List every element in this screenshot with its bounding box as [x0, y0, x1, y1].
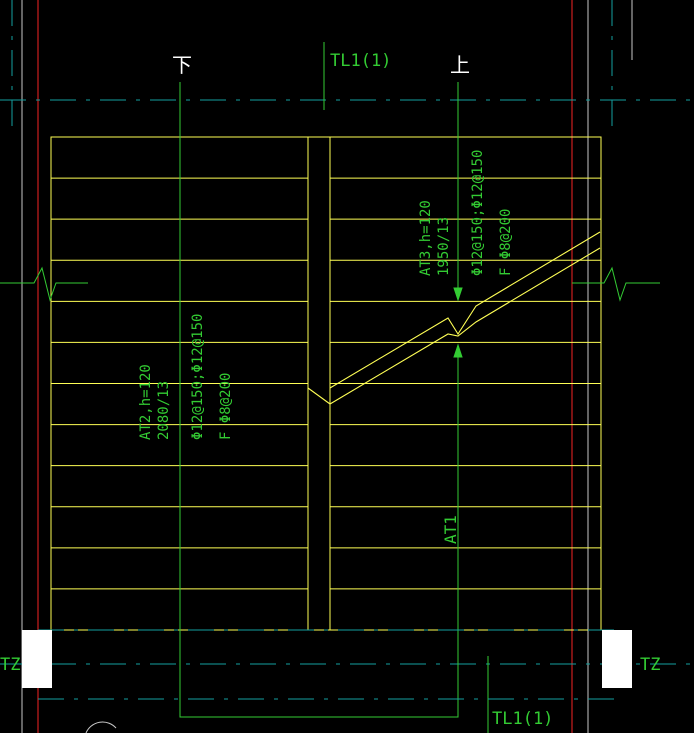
direction-paths [179, 42, 489, 733]
annotation-left-line1: AT2,h=120 [138, 364, 154, 440]
stair-well [307, 136, 331, 631]
wall-lines [21, 0, 633, 733]
annotation-right-line3: Φ12@150;Φ12@150 [470, 150, 486, 276]
label-beam-bottom: TL1(1) [492, 709, 553, 729]
annotation-left-line3: Φ12@150;Φ12@150 [190, 314, 206, 440]
label-column-left: TZ [0, 655, 20, 675]
label-down: 下 [172, 53, 192, 77]
label-up: 上 [450, 53, 470, 77]
annotation-right: AT3,h=120 1950/13 Φ12@150;Φ12@150 F Φ8@2… [418, 150, 514, 276]
annotation-left: AT2,h=120 2080/13 Φ12@150;Φ12@150 F Φ8@2… [138, 314, 234, 440]
break-line [307, 231, 601, 405]
arrow-down-head [453, 343, 463, 358]
wall-break-left [0, 266, 88, 302]
wall-break-symbols [0, 266, 660, 302]
break-line-lower [329, 247, 601, 405]
column-right-block [602, 630, 632, 688]
label-beam-top: TL1(1) [330, 51, 391, 71]
axis-lines [0, 0, 694, 665]
stair-well-rect [307, 136, 331, 631]
annotation-right-line1: AT3,h=120 [418, 200, 434, 276]
break-line-upper [329, 231, 601, 389]
label-run-marker: AT1 [441, 515, 460, 544]
break-line-connector [307, 387, 331, 405]
arrow-up-head [453, 287, 463, 302]
annotation-left-line4: F Φ8@200 [218, 373, 234, 440]
annotation-left-line2: 2080/13 [156, 381, 172, 440]
column-left-block [22, 630, 52, 688]
direction-path [179, 82, 459, 718]
label-column-right: TZ [640, 655, 660, 675]
annotation-right-line2: 1950/13 [436, 217, 452, 276]
annotation-right-line4: F Φ8@200 [498, 209, 514, 276]
wall-break-right [572, 266, 660, 302]
section-marker-arc [85, 721, 117, 733]
